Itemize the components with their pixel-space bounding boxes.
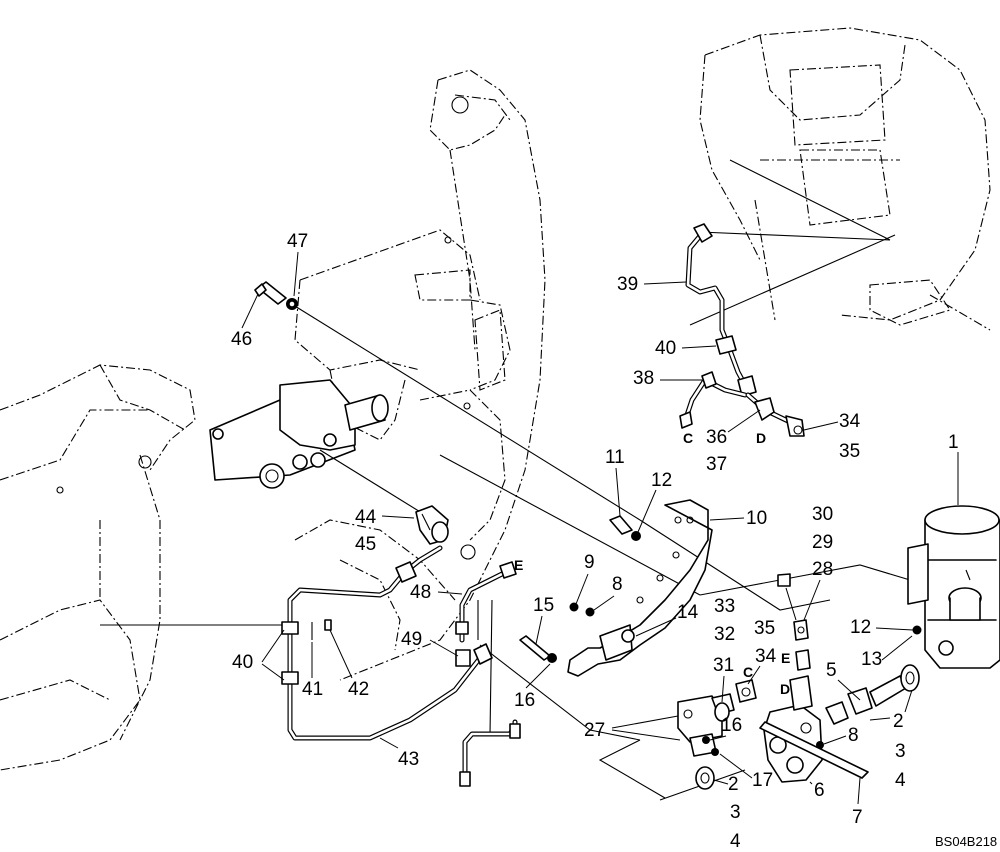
callout-17: 17 xyxy=(752,770,773,791)
washer-17 xyxy=(711,748,719,756)
bolt-7 xyxy=(759,721,869,779)
hose-39 xyxy=(685,223,757,397)
fitting-28-30 xyxy=(793,619,809,641)
tube-loose xyxy=(459,719,521,787)
bolt-46 xyxy=(254,281,287,305)
port-d-upper: D xyxy=(756,430,766,446)
callout-35-upper: 35 xyxy=(839,441,860,462)
callout-8-lower: 8 xyxy=(848,725,859,746)
callout-2-lower: 2 xyxy=(728,774,739,795)
port-letters: C D E E C D xyxy=(514,430,790,697)
washer-12-upper xyxy=(631,531,641,541)
callout-3-right: 3 xyxy=(895,741,906,762)
callout-35-lower: 35 xyxy=(754,618,775,639)
callout-4-right: 4 xyxy=(895,770,906,791)
callout-33: 33 xyxy=(714,596,735,617)
accumulator-1 xyxy=(907,505,1000,669)
callout-42: 42 xyxy=(348,679,369,700)
main-frame-outline xyxy=(294,69,546,681)
port-c-lower: C xyxy=(743,664,753,680)
callout-10: 10 xyxy=(746,508,767,529)
callout-38: 38 xyxy=(633,368,654,389)
callout-43: 43 xyxy=(398,749,419,770)
callout-49: 49 xyxy=(401,629,422,650)
washer-8-upper xyxy=(585,607,595,617)
callout-labels: 1 2 3 4 2 3 4 5 6 7 8 8 9 10 11 12 12 13 xyxy=(231,231,959,852)
hose-38 xyxy=(679,371,748,429)
callout-39: 39 xyxy=(617,274,638,295)
callout-15: 15 xyxy=(533,595,554,616)
tube-5 xyxy=(869,664,920,707)
washer-47 xyxy=(286,298,298,310)
callout-8-upper: 8 xyxy=(612,574,623,595)
callout-6: 6 xyxy=(814,780,825,801)
tube-43 xyxy=(281,545,493,741)
port-d-lower: D xyxy=(780,681,790,697)
clamp-41-42 xyxy=(311,619,332,640)
fitting-31 xyxy=(714,702,730,722)
callout-40-lower: 40 xyxy=(232,652,253,673)
washer-9 xyxy=(569,602,579,612)
assembly-leader-lines xyxy=(100,302,911,801)
callout-29: 29 xyxy=(812,532,833,553)
callout-2-right: 2 xyxy=(893,711,904,732)
fitting-36-37 xyxy=(745,392,805,437)
callout-7: 7 xyxy=(852,807,863,828)
bracket-10 xyxy=(567,499,713,677)
fitting-2-right xyxy=(825,687,873,725)
fitting-2-lower xyxy=(695,766,715,790)
callout-37: 37 xyxy=(706,454,727,475)
callout-1: 1 xyxy=(948,432,959,453)
callout-41: 41 xyxy=(302,679,323,700)
callout-13: 13 xyxy=(861,649,882,670)
clamp-40-upper xyxy=(715,335,737,355)
washer-12-lower xyxy=(912,625,922,635)
fitting-34-35 xyxy=(735,679,757,703)
bolt-11 xyxy=(609,515,633,535)
callout-16-upper: 16 xyxy=(514,690,535,711)
engine-outline xyxy=(689,27,991,331)
callout-12-upper: 12 xyxy=(651,470,672,491)
port-e-upper: E xyxy=(514,557,523,573)
callout-4-lower: 4 xyxy=(730,831,741,852)
callout-3-lower: 3 xyxy=(730,802,741,823)
callout-11: 11 xyxy=(605,447,625,468)
elbow-44 xyxy=(415,505,449,545)
hose-48 xyxy=(455,561,517,667)
port-c-upper: C xyxy=(683,430,693,446)
callout-9: 9 xyxy=(584,552,595,573)
callout-34-upper: 34 xyxy=(839,411,861,432)
callout-40-upper: 40 xyxy=(655,338,676,359)
callout-44: 44 xyxy=(355,507,377,528)
callout-45: 45 xyxy=(355,534,376,555)
callout-47: 47 xyxy=(287,231,308,252)
callout-14: 14 xyxy=(677,602,699,623)
callout-31: 31 xyxy=(713,655,734,676)
plug-33 xyxy=(777,573,791,587)
callout-34-lower: 34 xyxy=(755,646,777,667)
axle-housing-outline xyxy=(0,364,196,771)
port-e-valve: E xyxy=(781,650,790,666)
callout-5: 5 xyxy=(826,660,837,681)
valve-6 xyxy=(763,649,823,783)
callout-28: 28 xyxy=(812,559,833,580)
washer-16-upper xyxy=(547,653,557,663)
bolt-15 xyxy=(519,635,551,661)
callout-30: 30 xyxy=(812,504,833,525)
callout-32: 32 xyxy=(714,624,735,645)
callout-36: 36 xyxy=(706,427,727,448)
callout-48: 48 xyxy=(410,582,431,603)
callout-27: 27 xyxy=(584,720,605,741)
frame-valve-assembly xyxy=(209,379,389,489)
callout-12-lower: 12 xyxy=(850,617,871,638)
callout-46: 46 xyxy=(231,329,252,350)
washer-16-lower xyxy=(702,736,710,744)
drawing-code: BS04B218 xyxy=(935,834,997,849)
callout-16-lower: 16 xyxy=(721,715,742,736)
